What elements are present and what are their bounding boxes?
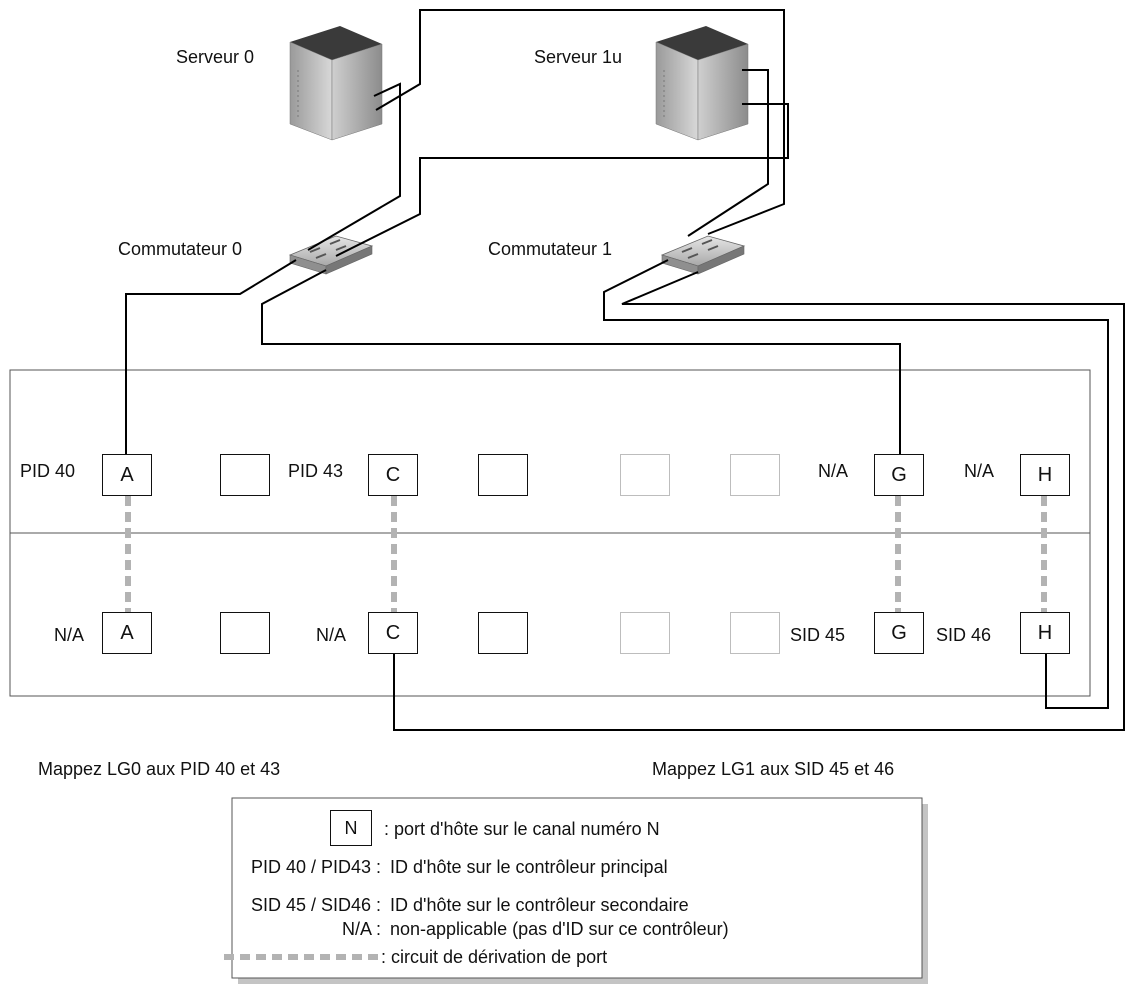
host-port-inactive: [730, 454, 780, 496]
port-id-label: SID 46: [936, 625, 992, 645]
host-port-g: G: [874, 612, 924, 654]
host-port-inactive: [620, 612, 670, 654]
cable-switch0-portA: [125, 259, 297, 454]
host-port-inactive: [620, 454, 670, 496]
port-id-label: PID 40: [20, 461, 76, 481]
switch-0-icon: [288, 235, 374, 275]
port-id-label: PID 43: [288, 461, 344, 481]
legend-desc-na: non-applicable (pas d'ID sur ce contrôle…: [390, 919, 729, 939]
cable-server1-switch1: [687, 69, 769, 237]
port-id-label: N/A: [818, 461, 849, 481]
legend-key-pid: PID 40 / PID43 :: [250, 857, 381, 877]
cable-switch0-portG: [261, 269, 901, 454]
host-port-a: A: [102, 454, 152, 496]
port-bypass-links: [125, 496, 1047, 612]
port-id-label: N/A: [54, 625, 85, 645]
server-1u-icon: [655, 26, 749, 141]
cable-server0-switch0: [307, 82, 401, 251]
caption-lg0: Mappez LG0 aux PID 40 et 43: [38, 759, 281, 779]
host-port-c: C: [368, 612, 418, 654]
caption-lg1: Mappez LG1 aux SID 45 et 46: [652, 759, 895, 779]
switch-1-icon: [660, 235, 746, 275]
legend-desc-port: : port d'hôte sur le canal numéro N: [384, 819, 660, 839]
cable-switch1-portH: [603, 259, 1109, 709]
legend-desc-pid: ID d'hôte sur le contrôleur principal: [390, 857, 668, 877]
server-0-label: Serveur 0: [176, 47, 255, 67]
host-port-g: G: [874, 454, 924, 496]
host-port-empty: [478, 612, 528, 654]
legend-key-na: N/A :: [341, 919, 381, 939]
legend-desc-sid: ID d'hôte sur le contrôleur secondaire: [390, 895, 689, 915]
legend-port-symbol: N: [330, 810, 372, 846]
cables: [125, 9, 1125, 731]
host-port-inactive: [730, 612, 780, 654]
port-id-label: N/A: [316, 625, 347, 645]
port-id-label: N/A: [964, 461, 995, 481]
server-1u-label: Serveur 1u: [534, 47, 623, 67]
host-port-h: H: [1020, 612, 1070, 654]
host-port-empty: [478, 454, 528, 496]
switch-1-label: Commutateur 1: [488, 239, 613, 259]
legend-desc-bypass: : circuit de dérivation de port: [381, 947, 608, 967]
cable-server1-switch0: [335, 103, 789, 257]
cable-switch1-portC: [393, 271, 1125, 731]
cable-server0-switch1: [375, 9, 785, 235]
port-id-label: SID 45: [790, 625, 846, 645]
legend-key-sid: SID 45 / SID46 :: [250, 895, 381, 915]
switch-0-label: Commutateur 0: [118, 239, 243, 259]
host-port-empty: [220, 454, 270, 496]
server-0-icon: [289, 26, 383, 141]
host-port-c: C: [368, 454, 418, 496]
host-port-empty: [220, 612, 270, 654]
host-port-a: A: [102, 612, 152, 654]
host-port-h: H: [1020, 454, 1070, 496]
